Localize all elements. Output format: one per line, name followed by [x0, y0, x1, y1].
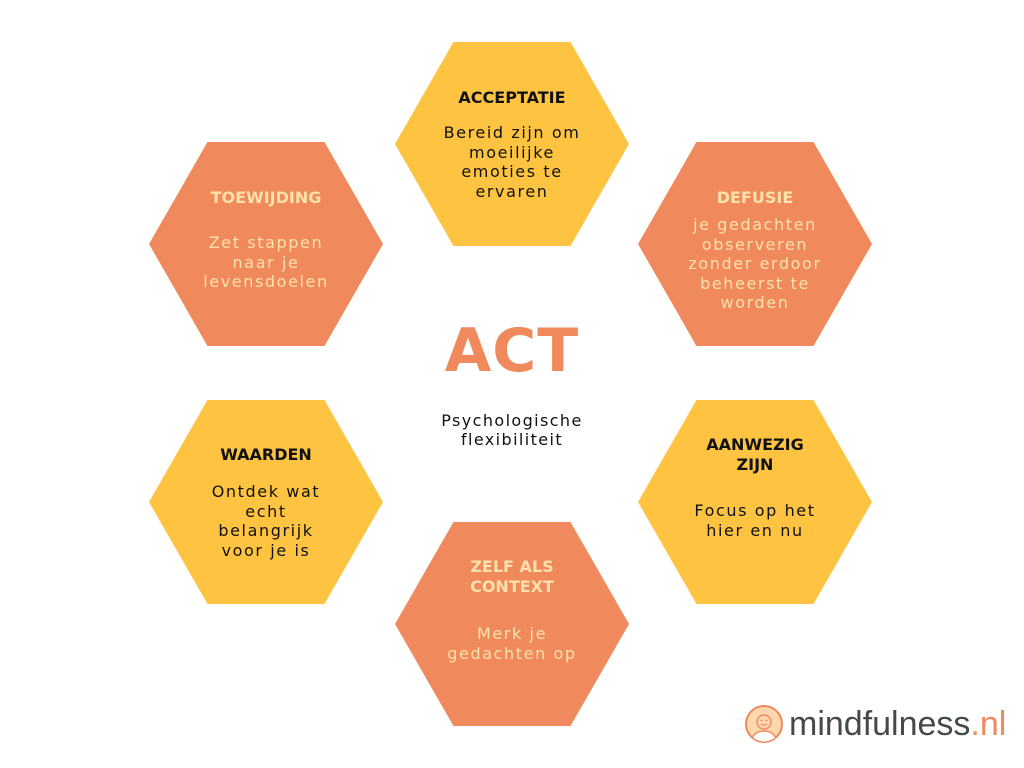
brand-name: mindfulness.nl [789, 704, 1006, 744]
center-subtitle: Psychologische flexibiliteit [441, 411, 583, 449]
hex-description: Focus op het hier en nu [694, 501, 816, 540]
hex-title: WAARDEN [220, 445, 312, 464]
hex-acceptatie: ACCEPTATIE Bereid zijn om moeilijke emot… [395, 42, 629, 246]
brand-logo: mindfulness.nl [744, 703, 1006, 745]
hex-title: TOEWIJDING [210, 188, 322, 207]
smiley-person-icon [745, 705, 783, 743]
hex-description: Zet stappen naar je levensdoelen [203, 233, 329, 291]
brand-name-main: mindfulness [789, 705, 971, 743]
hex-waarden: WAARDEN Ontdek wat echt belangrijk voor … [149, 400, 383, 604]
center-title: ACT [444, 316, 580, 386]
hex-toewijding: TOEWIJDING Zet stappen naar je levensdoe… [149, 142, 383, 346]
hex-title: ZELF ALS CONTEXT [470, 557, 554, 596]
hex-title: AANWEZIG ZIJN [706, 435, 804, 474]
hex-title: ACCEPTATIE [458, 88, 566, 107]
hex-defusie: DEFUSIE je gedachten observeren zonder e… [638, 142, 872, 346]
hex-description: Merk je gedachten op [447, 624, 577, 663]
hex-aanwezig-zijn: AANWEZIG ZIJN Focus op het hier en nu [638, 400, 872, 604]
brand-name-tld: .nl [970, 705, 1007, 743]
hex-zelf-als-context: ZELF ALS CONTEXT Merk je gedachten op [395, 522, 629, 726]
hex-description: Bereid zijn om moeilijke emoties te erva… [443, 123, 581, 201]
hex-title: DEFUSIE [716, 188, 794, 207]
hex-description: je gedachten observeren zonder erdoor be… [688, 215, 822, 312]
hex-description: Ontdek wat echt belangrijk voor je is [211, 482, 321, 560]
